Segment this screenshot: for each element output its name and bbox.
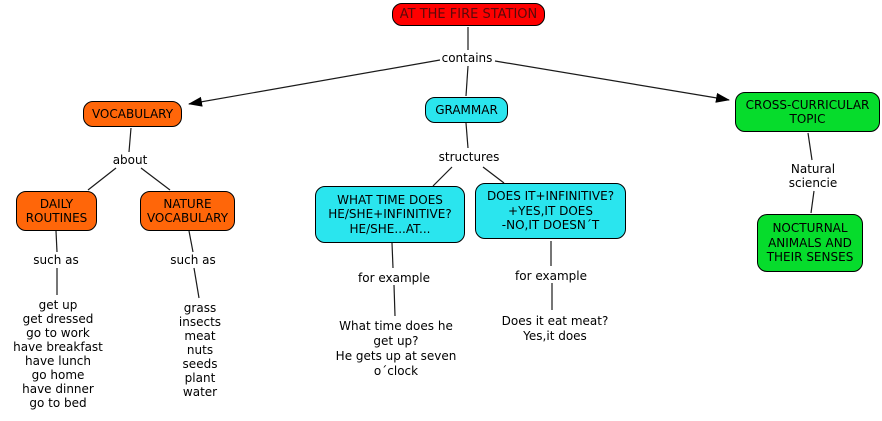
node-structure-what-time[interactable]: WHAT TIME DOES HE/SHE+INFINITIVE? HE/SHE…	[315, 186, 465, 243]
node-nature-vocabulary[interactable]: NATURE VOCABULARY	[140, 191, 235, 231]
link-label-for-example-1: for example	[358, 271, 430, 285]
link-label-natural-science: Natural sciencie	[788, 162, 838, 190]
node-vocabulary[interactable]: VOCABULARY	[83, 101, 182, 127]
link-label-about: about	[112, 153, 148, 167]
node-nocturnal-animals[interactable]: NOCTURNAL ANIMALS AND THEIR SENSES	[757, 214, 863, 272]
text-example-does-it: Does it eat meat? Yes,it does	[501, 314, 609, 343]
link-label-structures: structures	[438, 150, 500, 164]
node-structure-does-it[interactable]: DOES IT+INFINITIVE? +YES,IT DOES -NO,IT …	[475, 183, 626, 239]
list-nature-vocabulary: grass insects meat nuts seeds plant wate…	[178, 301, 222, 399]
link-label-such-as-nature: such as	[170, 253, 216, 267]
node-grammar[interactable]: GRAMMAR	[425, 97, 508, 123]
link-label-such-as-daily: such as	[33, 253, 79, 267]
link-label-contains: contains	[441, 51, 493, 65]
text-example-what-time: What time does he get up? He gets up at …	[335, 319, 457, 378]
link-label-for-example-2: for example	[515, 269, 587, 283]
node-at-the-fire-station[interactable]: AT THE FIRE STATION	[392, 3, 545, 26]
node-daily-routines[interactable]: DAILY ROUTINES	[16, 191, 97, 231]
list-daily-routines: get up get dressed go to work have break…	[13, 298, 103, 410]
node-cross-curricular-topic[interactable]: CROSS-CURRICULAR TOPIC	[735, 92, 880, 132]
